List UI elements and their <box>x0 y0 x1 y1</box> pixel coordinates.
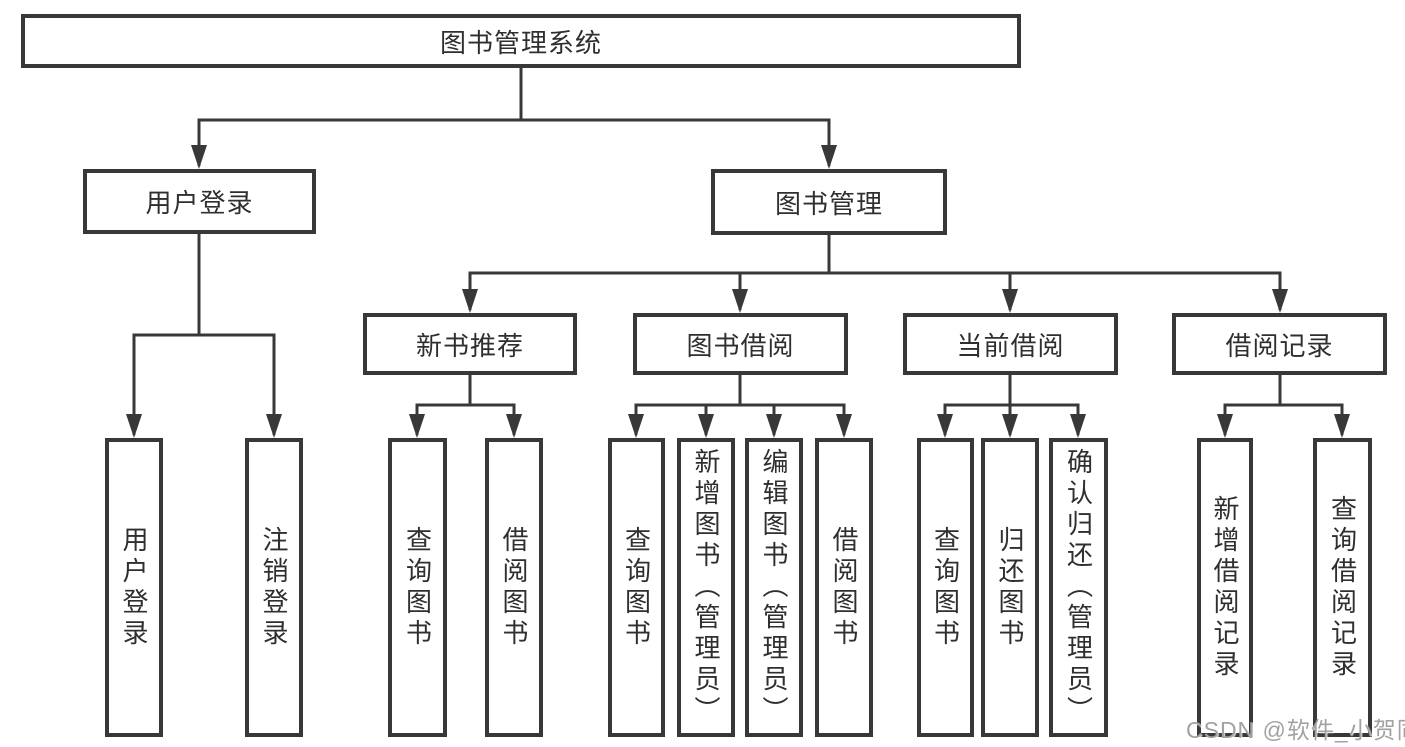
node-book-management: 图书管理 <box>711 169 947 235</box>
node-label: 图书借阅 <box>686 330 795 361</box>
leaf-label: 查询图书 <box>930 525 961 650</box>
node-label: 图书管理系统 <box>439 27 602 58</box>
leaf-current-return-books: 归还图书 <box>981 438 1039 737</box>
node-library-management-system: 图书管理系统 <box>21 14 1021 68</box>
leaf-label: 新增借阅记录 <box>1210 494 1240 681</box>
leaf-label: 查询借阅记录 <box>1327 494 1358 681</box>
leaf-current-confirm-return-admin: 确认归还（管理员） <box>1049 438 1108 737</box>
node-label: 用户登录 <box>145 188 254 218</box>
leaf-current-query-books: 查询图书 <box>917 438 974 737</box>
node-user-login: 用户登录 <box>83 169 316 234</box>
leaf-borrowing-edit-books-admin: 编辑图书（管理员） <box>745 438 803 737</box>
leaf-label: 注销登录 <box>259 525 289 650</box>
leaf-label: 查询图书 <box>621 525 652 650</box>
leaf-label: 归还图书 <box>995 525 1025 650</box>
leaf-recommend-query-books: 查询图书 <box>388 438 447 737</box>
leaf-borrowing-borrow-books: 借阅图书 <box>815 438 873 737</box>
node-new-book-recommendation: 新书推荐 <box>363 313 577 375</box>
leaf-label: 新增图书（管理员） <box>691 448 721 727</box>
node-label: 借阅记录 <box>1225 330 1334 361</box>
csdn-watermark: CSDN @软件_小贺同学 <box>1186 717 1405 743</box>
leaf-label: 用户登录 <box>119 525 149 650</box>
leaf-label: 确认归还（管理员） <box>1063 448 1094 727</box>
node-label: 图书管理 <box>774 188 883 219</box>
leaf-label: 编辑图书（管理员） <box>759 448 789 727</box>
node-label: 当前借阅 <box>956 330 1065 361</box>
leaf-label: 查询图书 <box>402 525 433 650</box>
node-borrowing-records: 借阅记录 <box>1172 313 1387 375</box>
leaf-borrowing-add-books-admin: 新增图书（管理员） <box>677 438 735 737</box>
leaf-recommend-borrow-books: 借阅图书 <box>485 438 543 737</box>
node-book-borrowing: 图书借阅 <box>633 313 848 375</box>
leaf-borrowing-query-books: 查询图书 <box>608 438 665 737</box>
leaf-user-login: 用户登录 <box>105 438 163 737</box>
node-current-borrowing: 当前借阅 <box>903 313 1118 375</box>
leaf-label: 借阅图书 <box>499 525 529 650</box>
leaf-logout: 注销登录 <box>245 438 303 737</box>
node-label: 新书推荐 <box>415 330 524 361</box>
leaf-records-query-borrow-record: 查询借阅记录 <box>1313 438 1372 737</box>
leaf-label: 借阅图书 <box>829 525 859 650</box>
leaf-records-add-borrow-record: 新增借阅记录 <box>1197 438 1253 737</box>
